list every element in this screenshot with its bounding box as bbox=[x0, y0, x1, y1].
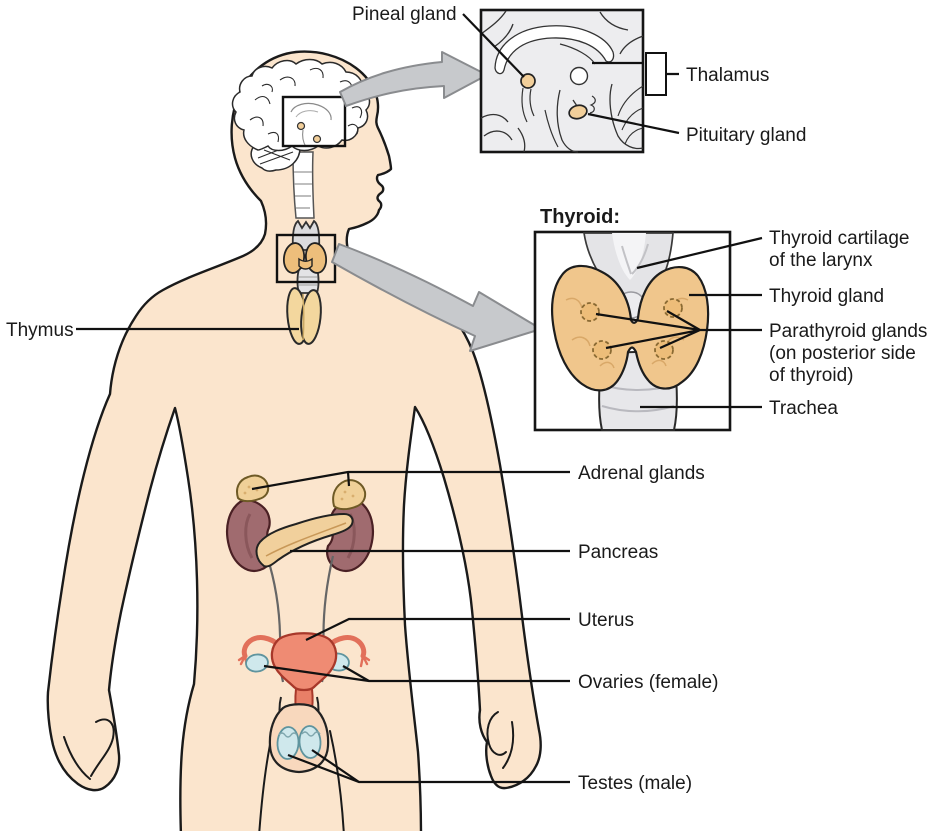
pituitary-dot bbox=[312, 134, 322, 144]
thyroid-cartilage-label-line2: of the larynx bbox=[769, 250, 873, 271]
pineal-gland-label: Pineal gland bbox=[352, 4, 457, 25]
pancreas-organ bbox=[255, 512, 354, 568]
thyroid-neck bbox=[282, 242, 328, 274]
ovaries-label: Ovaries (female) bbox=[578, 672, 718, 693]
leader-lines bbox=[76, 13, 763, 784]
cerebellum-inset bbox=[609, 83, 644, 150]
adrenal-leader bbox=[251, 470, 570, 491]
magnifier-arrow-brain-icon bbox=[339, 51, 488, 107]
thalamus-bracket bbox=[645, 52, 667, 96]
thalamus-shape bbox=[569, 66, 589, 86]
male-genitalia bbox=[268, 696, 330, 774]
parathyroid-label-line2: (on posterior side bbox=[769, 343, 916, 364]
trachea-label: Trachea bbox=[769, 398, 838, 419]
pineal-leader bbox=[462, 13, 525, 78]
thyroid-gland-label: Thyroid gland bbox=[769, 286, 884, 307]
adrenal-gland-right bbox=[332, 479, 367, 511]
pineal-shape bbox=[520, 73, 536, 89]
uterus-leader bbox=[305, 617, 570, 641]
thyroid-cartilage-label-line1: Thyroid cartilage bbox=[769, 228, 909, 249]
neck-organs bbox=[282, 219, 328, 294]
thalamus-label: Thalamus bbox=[686, 65, 769, 86]
thyroid-heading: Thyroid: bbox=[540, 206, 620, 228]
pituitary-gland-label: Pituitary gland bbox=[686, 125, 806, 146]
testis-left bbox=[276, 726, 300, 760]
gyri-lines bbox=[249, 67, 363, 143]
pineal-dot bbox=[296, 121, 306, 131]
adrenal-glands-label: Adrenal glands bbox=[578, 463, 705, 484]
brain-inset bbox=[479, 8, 667, 154]
pancreas-label: Pancreas bbox=[578, 542, 658, 563]
parathyroid-label-line1: Parathyroid glands bbox=[769, 321, 927, 342]
magnifier-arrow-thyroid-icon bbox=[331, 243, 542, 352]
corpus-callosum bbox=[494, 25, 615, 75]
thymus-label: Thymus bbox=[6, 320, 74, 341]
parathyroid-leader bbox=[595, 310, 762, 350]
parathyroid-label-line3: of thyroid) bbox=[769, 365, 853, 386]
ovary-left bbox=[245, 653, 269, 673]
testes-label: Testes (male) bbox=[578, 773, 692, 794]
testes-leader bbox=[287, 749, 570, 784]
thyroid-gland-shape bbox=[551, 264, 710, 392]
pituitary-shape bbox=[568, 104, 588, 120]
body-silhouette bbox=[46, 50, 542, 831]
head-inset-box bbox=[281, 95, 347, 148]
fallopian-tubes bbox=[241, 635, 367, 659]
brain-illustration bbox=[231, 58, 371, 219]
cartilage-leader bbox=[636, 236, 763, 270]
pituitary-leader bbox=[587, 112, 680, 135]
ovaries-leader bbox=[263, 664, 570, 683]
uterus-label: Uterus bbox=[578, 610, 634, 631]
spinal-cord bbox=[292, 151, 315, 219]
parathyroid-glands bbox=[580, 298, 683, 360]
testis-right bbox=[298, 725, 322, 759]
thalamus-leader bbox=[592, 61, 679, 76]
